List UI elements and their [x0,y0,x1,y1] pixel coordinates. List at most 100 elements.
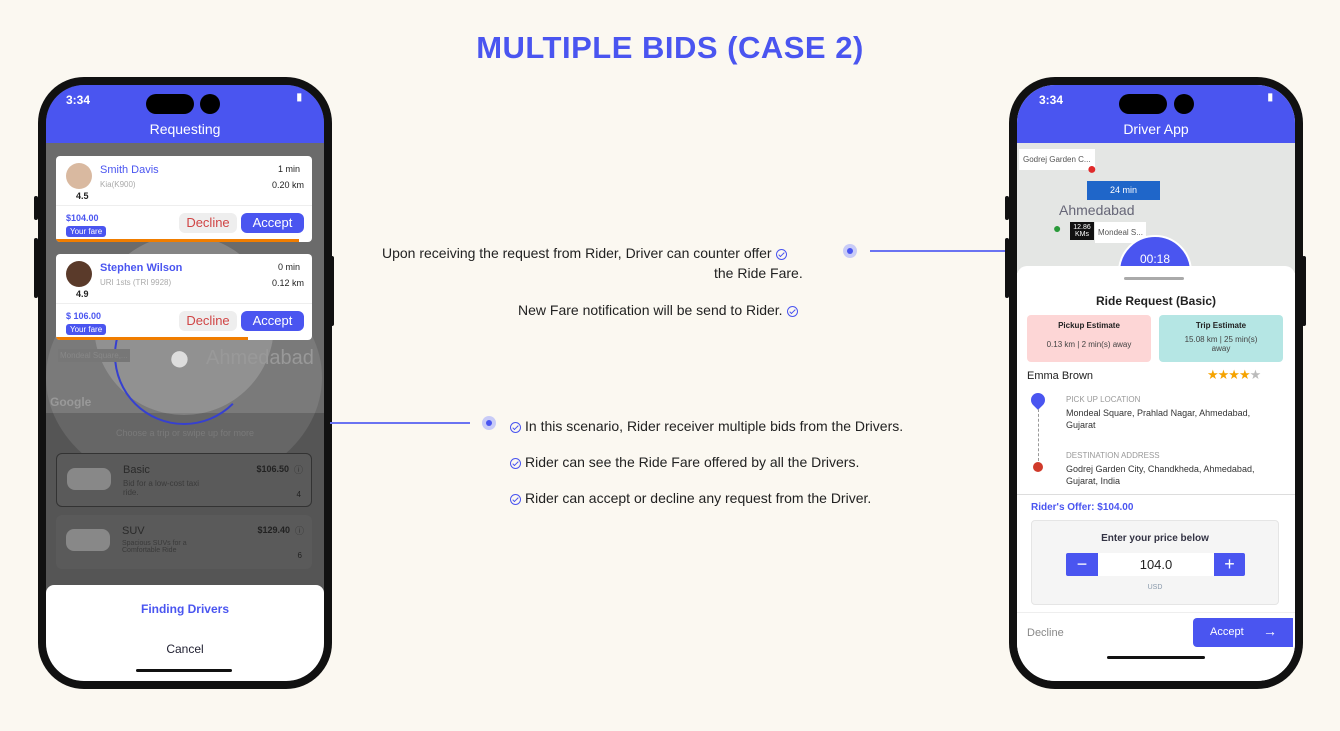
seat-count: 4 [296,490,301,499]
note-counter-offer-cont: the Ride Fare. [714,265,803,281]
header-title: Driver App [1123,121,1189,137]
connector-dot [843,244,857,258]
rider-name: Emma Brown [1027,370,1094,382]
destination-label: Godrej Garden C... [1019,149,1095,170]
pickup-label: Mondeal Square,... [58,349,130,362]
route-line [1038,409,1039,461]
note-see-fare: Rider can see the Ride Fare offered by a… [506,454,859,470]
ride-desc: Bid for a low-cost taxi ride. [123,479,200,497]
phone-button [1005,238,1009,298]
arrow-right-icon: → [1263,623,1277,639]
pickup-estimate: Pickup Estimate 0.13 km | 2 min(s) away [1027,315,1151,362]
fare: $104.00 [66,213,99,223]
rating-stars: ★★★★★ [1207,367,1261,382]
driver-phone: Godrej Garden C... ● 24 min Ahmedabad ● … [1009,77,1303,689]
ride-option-suv[interactable]: SUV Spacious SUVs for a Comfortable Ride… [56,515,312,569]
header-title: Requesting [149,121,221,137]
battery-icon: ▮ [296,92,302,103]
status-bar: 3:34▮ [46,85,324,119]
driver-name: Smith Davis [100,164,159,176]
eta: 0 min [277,262,300,272]
avatar [66,261,92,287]
ride-name: Basic [123,464,150,476]
phone-button [34,238,38,298]
bottom-sheet: Finding Drivers Cancel [46,585,324,681]
dynamic-island [146,94,194,114]
check-icon [775,248,787,260]
bid-timer-bar [56,239,300,242]
ride-desc: Spacious SUVs for a Comfortable Ride [122,540,187,554]
seat-count: 6 [297,551,302,560]
trip-estimate: Trip Estimate 15.08 km | 25 min(s) away [1159,315,1283,362]
origin-pin-icon: ● [1053,220,1062,236]
home-indicator [136,669,232,672]
phone-button [330,256,334,326]
decrease-button[interactable]: − [1066,553,1098,576]
city-label: Ahmedabad [206,347,314,369]
connector-line [870,250,1008,252]
accept-button[interactable]: Accept [241,213,304,233]
driver-name: Stephen Wilson [100,262,183,274]
pickup-address: Mondeal Square, Prahlad Nagar, Ahmedabad… [1066,408,1251,430]
info-icon[interactable]: ⓘ [293,465,303,475]
info-icon[interactable]: ⓘ [294,526,304,536]
distance-badge: 12.86 KMs [1070,222,1094,240]
cancel-button[interactable]: Cancel [166,642,204,656]
vehicle: Kia(K900) [100,180,136,189]
decline-button[interactable]: Decline [179,311,237,331]
google-logo: Google [50,395,92,409]
home-indicator [1107,656,1205,659]
fare-tag: Your fare [66,226,107,237]
accept-button[interactable]: Accept → [1193,618,1293,647]
accept-button[interactable]: Accept [241,311,304,331]
connector-line [330,422,470,424]
bid-card: 4.5 Smith Davis Kia(K900) 1 min 0.20 km … [56,156,312,242]
check-icon [510,493,521,505]
ride-name: SUV [122,525,145,537]
origin-label: Mondeal S... [1095,222,1146,243]
rider-phone: ● Mondeal Square,... Ahmedabad Google Ch… [38,77,332,689]
status-bar: 3:34 ▮ [1017,85,1295,119]
phone-button [34,196,38,220]
increase-button[interactable]: + [1214,553,1245,576]
decline-button[interactable]: Decline [179,213,237,233]
ride-request-sheet: Ride Request (Basic) Pickup Estimate 0.1… [1017,266,1295,681]
fare-tag: Your fare [66,324,107,335]
decline-button[interactable]: Decline [1027,627,1064,639]
currency-label: USD [1147,584,1163,591]
avatar [66,163,92,189]
distance: 0.20 km [271,180,304,190]
choose-hint: Choose a trip or swipe up for more [115,428,255,438]
drag-handle[interactable] [1124,277,1184,280]
note-new-fare: New Fare notification will be send to Ri… [518,302,802,318]
clock: 3:34 [1039,93,1064,107]
bid-timer-bar [56,337,248,340]
dynamic-island [1119,94,1167,114]
phone-button [1302,256,1306,326]
ride-price: $106.50 [256,464,289,474]
map[interactable]: Godrej Garden C... ● 24 min Ahmedabad ● … [1017,143,1295,309]
ride-option-basic[interactable]: Basic Bid for a low-cost taxi ride. $106… [56,453,312,507]
driver-rating: 4.9 [76,289,89,299]
riders-offer: Rider's Offer: $104.00 [1031,502,1134,513]
request-title: Ride Request (Basic) [1095,294,1217,308]
price-input[interactable]: 104.0 [1098,553,1214,576]
ride-price: $129.40 [257,525,290,535]
city-label: Ahmedabad [1059,202,1135,218]
note-counter-offer: Upon receiving the request from Rider, D… [382,245,791,261]
destination-address: Godrej Garden City, Chandkheda, Ahmedaba… [1066,464,1255,486]
map-pin-icon: ● [168,337,191,379]
price-prompt: Enter your price below [1101,533,1209,544]
car-icon [67,468,111,490]
camera [200,94,220,114]
note-multiple-bids: In this scenario, Rider receiver multipl… [506,418,903,434]
battery-icon: ▮ [1267,92,1273,103]
bid-card: 4.9 Stephen Wilson URI 1sts (TRI 9928) 0… [56,254,312,340]
destination-label: DESTINATION ADDRESS [1066,451,1160,460]
destination-dot-icon [1033,462,1043,472]
fare: $ 106.00 [66,311,102,321]
note-accept-decline: Rider can accept or decline any request … [506,490,871,506]
check-icon [510,421,521,433]
destination-pin-icon: ● [1087,161,1097,178]
price-box: Enter your price below − 104.0 + USD [1031,520,1279,605]
